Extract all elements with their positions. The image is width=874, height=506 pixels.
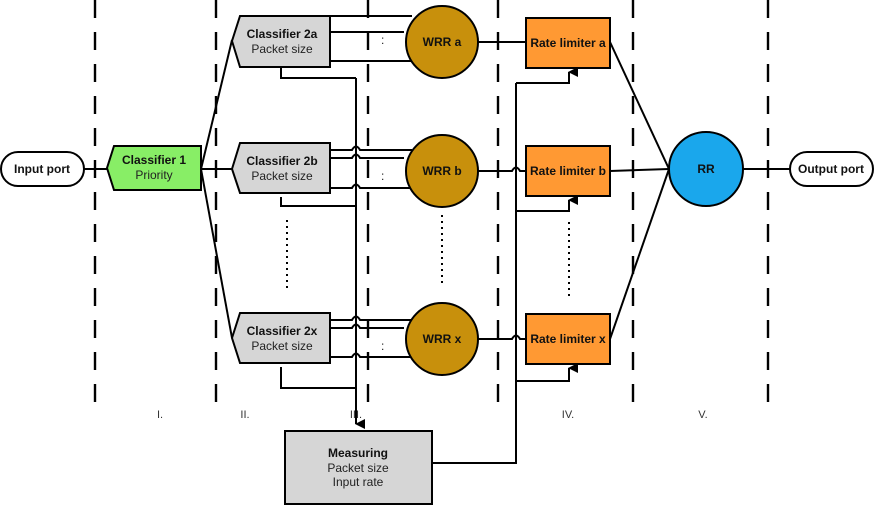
measuring-block[interactable]: Measuring Packet size Input rate xyxy=(284,430,433,505)
link-c1-c2x xyxy=(200,168,233,339)
classifier-2x-title: Classifier 2x xyxy=(247,324,318,338)
classifier-1-shape[interactable] xyxy=(105,145,202,191)
link-wrrx-rlx xyxy=(478,334,526,340)
rate-limiter-b[interactable]: Rate limiter b xyxy=(525,145,611,197)
link-measure-rla xyxy=(516,67,578,84)
stage-label-4: IV. xyxy=(562,409,574,421)
wrr-b-shape[interactable] xyxy=(405,134,479,208)
rate-limiter-x-shape[interactable] xyxy=(525,313,611,365)
link-rlb-rr xyxy=(609,168,670,172)
rr-shape[interactable] xyxy=(668,131,744,207)
wrr-b[interactable]: WRR b xyxy=(405,134,479,208)
rate-limiter-a-label: Rate limiter a xyxy=(530,36,606,50)
classifier-2a-shape[interactable] xyxy=(230,15,331,68)
ellipsis-a: : xyxy=(381,33,384,47)
output-port[interactable]: Output port xyxy=(789,151,874,187)
rate-limiter-x-label: Rate limiter x xyxy=(530,332,606,346)
output-port-label: Output port xyxy=(798,162,864,176)
link-c2x-wrrx-3 xyxy=(330,352,412,358)
link-c2b-measure xyxy=(280,197,356,207)
classifier-2b-subtitle: Packet size xyxy=(251,169,313,183)
link-c2b-wrrb-3 xyxy=(330,183,412,189)
rate-limiter-x[interactable]: Rate limiter x xyxy=(525,313,611,365)
input-port-shape[interactable] xyxy=(0,151,85,187)
link-measure-rlx xyxy=(516,363,578,382)
rate-limiter-a[interactable]: Rate limiter a xyxy=(525,17,611,69)
link-c2b-wrrb-1 xyxy=(330,145,412,151)
wrr-a-shape[interactable] xyxy=(405,5,479,79)
classifier-1[interactable]: Classifier 1 Priority xyxy=(105,145,202,191)
link-c1-c2a xyxy=(200,39,233,170)
link-c2x-wrrx-1 xyxy=(330,315,412,321)
classifier-2b-shape[interactable] xyxy=(230,142,331,194)
wrr-x-shape[interactable] xyxy=(405,302,479,376)
wrr-a[interactable]: WRR a xyxy=(405,5,479,79)
rr-scheduler[interactable]: RR xyxy=(668,131,744,207)
rate-limiter-b-shape[interactable] xyxy=(525,145,611,197)
link-c2a-measure xyxy=(280,67,356,79)
classifier-1-title: Classifier 1 xyxy=(122,153,186,167)
link-c2x-measure xyxy=(280,367,356,389)
stage-label-1: I. xyxy=(157,409,163,421)
classifier-2b[interactable]: Classifier 2b Packet size xyxy=(230,142,331,194)
measuring-title: Measuring xyxy=(328,446,388,460)
classifier-2a-subtitle: Packet size xyxy=(251,42,313,56)
connectors: : : : xyxy=(84,15,790,464)
classifier-2x-subtitle: Packet size xyxy=(251,339,313,353)
stage-labels: I. II. III. IV. V. xyxy=(157,409,708,421)
measuring-shape[interactable] xyxy=(284,430,433,505)
classifier-2b-title: Classifier 2b xyxy=(246,154,317,168)
link-rla-rr xyxy=(609,41,670,170)
ellipsis-b: : xyxy=(381,169,384,183)
link-rlx-rr xyxy=(609,168,670,340)
link-measure-rlb xyxy=(516,195,578,212)
wrr-a-label: WRR a xyxy=(423,35,462,49)
classifier-1-subtitle: Priority xyxy=(135,168,172,182)
input-port-label: Input port xyxy=(14,162,70,176)
classifier-2x-shape[interactable] xyxy=(230,312,331,364)
ellipsis-x: : xyxy=(381,339,384,353)
wrr-b-label: WRR b xyxy=(422,164,461,178)
link-measuring-bus xyxy=(432,83,517,464)
classifier-2x[interactable]: Classifier 2x Packet size xyxy=(230,312,331,364)
link-c2b-wrrb-2 xyxy=(330,153,404,159)
wrr-x-label: WRR x xyxy=(423,332,462,346)
output-port-shape[interactable] xyxy=(789,151,874,187)
stage-label-2: II. xyxy=(240,409,249,421)
stage-dividers xyxy=(93,0,770,412)
stage-label-5: V. xyxy=(698,409,707,421)
classifier-2a[interactable]: Classifier 2a Packet size xyxy=(230,15,331,68)
measuring-line2: Input rate xyxy=(333,475,384,489)
rate-limiter-a-shape[interactable] xyxy=(525,17,611,69)
rr-label: RR xyxy=(697,162,715,176)
classifier-2a-title: Classifier 2a xyxy=(247,27,318,41)
link-wrrb-rlb xyxy=(478,166,526,172)
measuring-line1: Packet size xyxy=(327,461,389,475)
input-port[interactable]: Input port xyxy=(0,151,85,187)
rate-limiter-b-label: Rate limiter b xyxy=(530,164,606,178)
wrr-x[interactable]: WRR x xyxy=(405,302,479,376)
